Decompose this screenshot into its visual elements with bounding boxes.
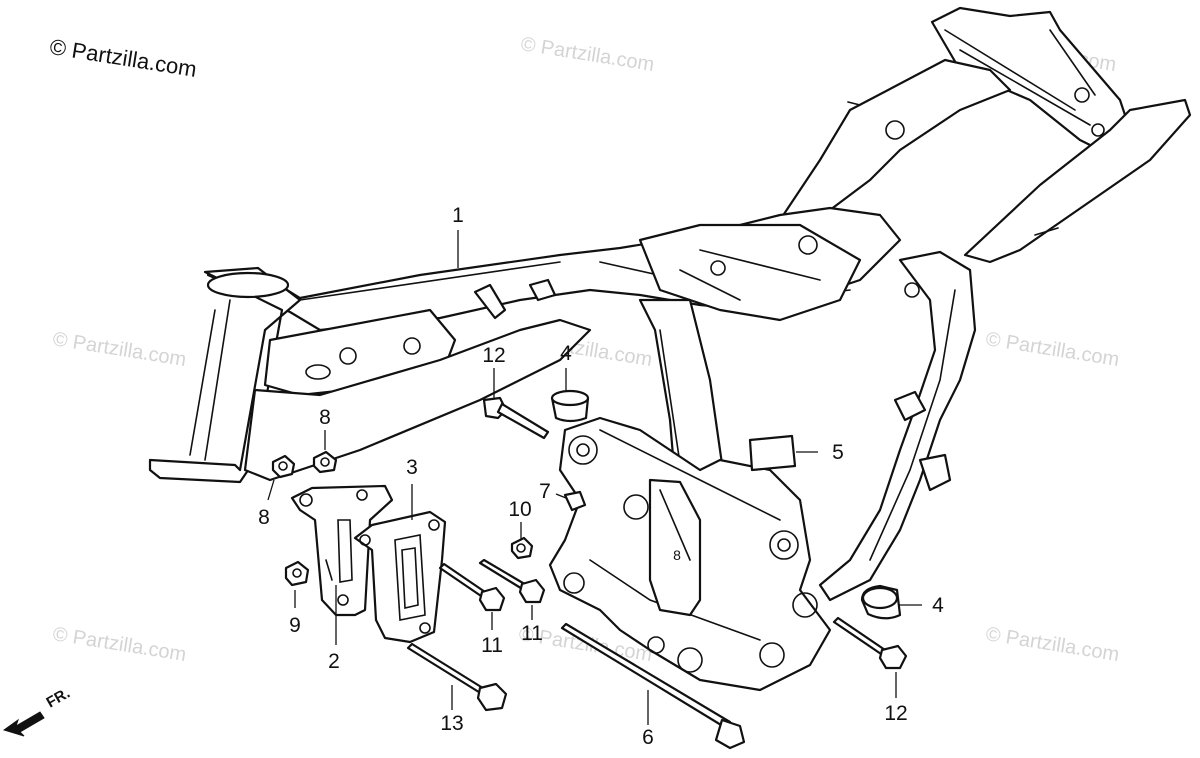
leader-lines — [267, 230, 922, 725]
callout-frame: 1 — [452, 204, 464, 227]
watermark: © Partzilla.com — [984, 328, 1121, 371]
callout-nut-9: 9 — [289, 614, 301, 637]
callout-nut-8-left: 8 — [258, 506, 270, 529]
bolt-13[interactable] — [406, 642, 508, 712]
long-bolt[interactable] — [560, 622, 746, 750]
bolt-12-bottom[interactable] — [832, 616, 908, 670]
callout-bolt-11-left: 11 — [481, 634, 503, 657]
callout-long-bolt: 6 — [642, 726, 654, 749]
frame-marking: 8 — [673, 547, 681, 563]
callout-bolt-11-right: 11 — [521, 622, 543, 645]
watermark: © Partzilla.com — [51, 328, 188, 371]
callout-bolt-12-top: 12 — [482, 344, 505, 367]
nut-7[interactable] — [563, 490, 587, 512]
callout-bolt-13: 13 — [440, 712, 463, 735]
watermark: © Partzilla.com — [51, 623, 188, 666]
callout-engine-hanger-plate-right: 3 — [406, 456, 418, 479]
frame-body[interactable]: 8 — [148, 6, 1192, 692]
rubber-cushion-top[interactable] — [550, 389, 590, 423]
bolt-11-left[interactable] — [438, 562, 506, 612]
nut-8-top[interactable] — [312, 450, 338, 474]
callout-nut-8-top: 8 — [319, 406, 331, 429]
emblem[interactable] — [748, 434, 797, 472]
nut-9[interactable] — [284, 560, 310, 587]
front-direction-label: FR. — [44, 685, 73, 712]
callout-emblem: 5 — [832, 441, 844, 464]
bolt-12-top[interactable] — [482, 396, 550, 440]
engine-hanger-plate-right[interactable] — [353, 510, 447, 644]
callout-rubber-cushion-top: 4 — [560, 342, 572, 365]
callout-nut-10: 10 — [508, 498, 531, 521]
callout-labels: 1 2 3 4 4 5 6 7 8 8 9 10 11 11 12 12 13 — [258, 204, 944, 749]
bolt-11-right[interactable] — [478, 558, 546, 604]
nut-8-left[interactable] — [271, 454, 296, 479]
engine-hanger-plate-left[interactable] — [290, 484, 394, 617]
rubber-cushion-right[interactable] — [860, 584, 902, 620]
callout-bolt-12-bottom: 12 — [884, 702, 907, 725]
watermark: © Partzilla.com — [984, 623, 1121, 666]
nut-10[interactable] — [510, 536, 534, 560]
front-direction-arrow: FR. — [2, 685, 73, 737]
callout-nut-7: 7 — [539, 480, 551, 503]
callout-rubber-cushion-right: 4 — [932, 594, 944, 617]
watermark: © Partzilla.com — [519, 33, 656, 76]
callout-engine-hanger-plate-left: 2 — [328, 650, 340, 673]
